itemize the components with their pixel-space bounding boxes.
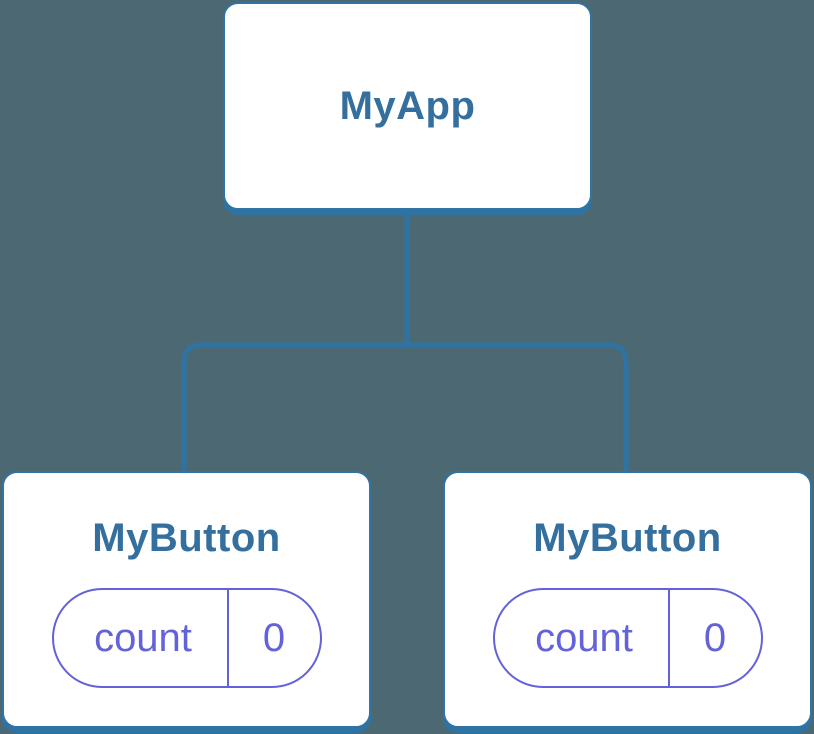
state-pill: count 0: [51, 588, 322, 688]
state-pill: count 0: [492, 588, 763, 688]
node-mybutton-left-title: MyButton: [92, 516, 281, 560]
node-myapp: MyApp: [223, 2, 592, 210]
state-name: count: [535, 615, 633, 660]
node-myapp-title: MyApp: [339, 84, 476, 128]
state-value: 0: [262, 615, 286, 660]
connector-branch: [181, 342, 629, 474]
state-pill-divider: [226, 590, 229, 686]
node-mybutton-right-title: MyButton: [533, 516, 722, 560]
state-value: 0: [703, 615, 727, 660]
state-pill-divider: [667, 590, 670, 686]
node-mybutton-left: MyButton count 0: [2, 471, 371, 728]
state-name: count: [94, 615, 192, 660]
node-mybutton-right: MyButton count 0: [443, 471, 812, 728]
